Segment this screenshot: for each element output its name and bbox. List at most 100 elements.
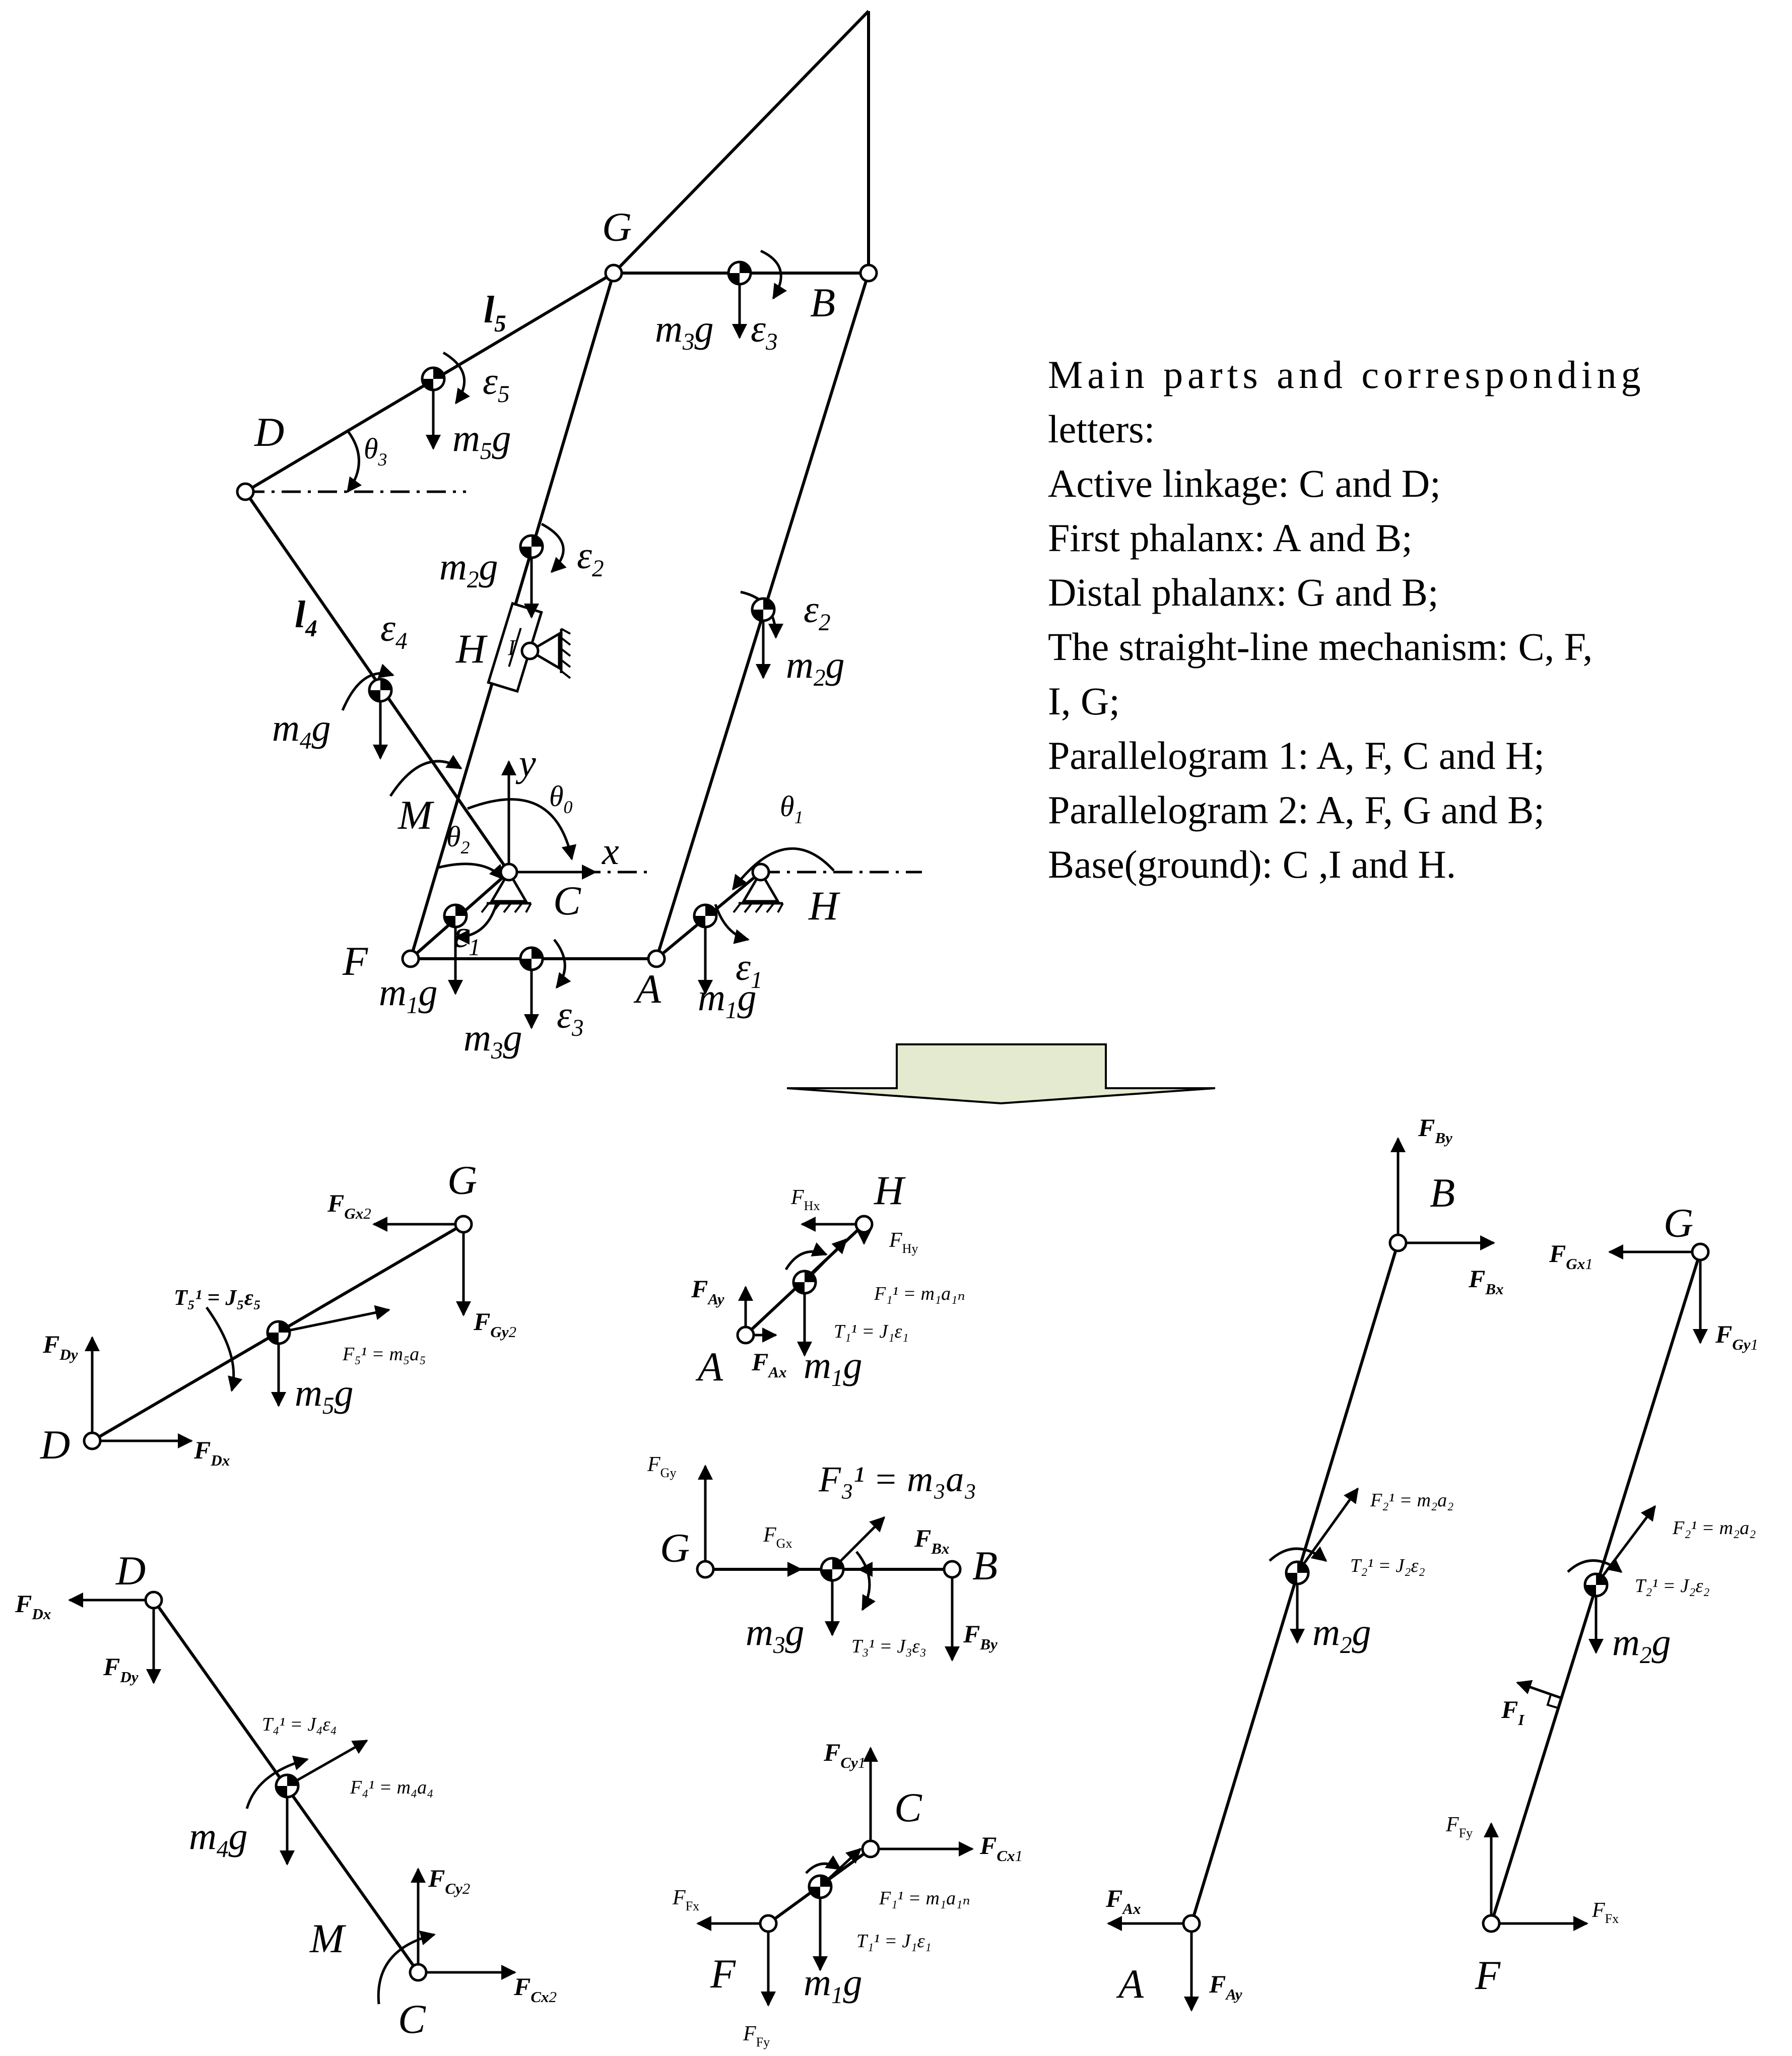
fbd-linkAH: H A FHx FHy FAy FAx F₁¹ = m₁a₁ₙ T₁¹ = J₁…	[691, 1167, 965, 1391]
fbd-label-T1-CF: T₁¹ = J₁ε₁	[856, 1931, 932, 1952]
fbd-pin-G5	[454, 1215, 473, 1234]
fbd-label-C4: C	[398, 1996, 426, 2042]
eps1-left-arc	[454, 904, 498, 945]
fbd-label-FI: FI	[1501, 1695, 1524, 1729]
eps5-arc	[442, 351, 470, 405]
fbd-label-D5: D	[40, 1422, 70, 1468]
fbd-pin-D5	[83, 1431, 102, 1450]
label-eps3-top: ε3	[751, 308, 778, 355]
fbd-label-FAx-AB: FAx	[1105, 1884, 1141, 1917]
fbd-label-FCx2: FCx2	[513, 1972, 557, 2006]
fbd-pin-G-GF	[1691, 1242, 1710, 1262]
fbd-cg-m3	[821, 1558, 843, 1580]
fbd-label-C-CF: C	[894, 1784, 922, 1830]
fbd-label-F4: F₄¹ = m₄a₄	[350, 1777, 433, 1798]
label-eps2-right: ε2	[804, 588, 831, 636]
fbd-label-FHx: FHx	[790, 1186, 820, 1213]
fbd-label-H: H	[874, 1167, 906, 1213]
fbd-label-F2-GF: F₂¹ = m₂a₂	[1672, 1517, 1756, 1539]
fbd-label-FDy4: FDy	[103, 1652, 139, 1686]
fbd-label-FAy-AB: FAy	[1209, 1970, 1242, 2003]
mechanism-M-arc	[389, 755, 462, 797]
label-theta1: θ1	[780, 790, 803, 827]
fbd-T3-arc	[855, 1551, 876, 1611]
fbd-label-D4: D	[115, 1548, 146, 1594]
fbd-label-M4: M	[309, 1915, 347, 1961]
fbd-link4: D M C FDx FDy T₄¹ = J₄ε₄ F₄¹ = m₄a₄ m4g …	[15, 1548, 557, 2042]
cg-m1-right	[694, 905, 716, 927]
fbd-label-T2-GF: T₂¹ = J₂ε₂	[1635, 1575, 1710, 1597]
fbd-pin-B-GB	[943, 1560, 962, 1579]
fbd-label-T2-AB: T₂¹ = J₂ε₂	[1350, 1555, 1425, 1576]
cg-m3-top	[728, 262, 751, 284]
cg-m2-right	[752, 599, 774, 621]
label-H-slider: H	[455, 626, 488, 672]
fbd-label-FGx2: FGx2	[327, 1189, 371, 1222]
fbd-label-m2g-AB: m2g	[1312, 1611, 1371, 1659]
fbd-T5-arc	[205, 1306, 243, 1392]
fbd-label-T3: T₃¹ = J₃ε₃	[851, 1636, 926, 1657]
link-top-diagonal	[612, 10, 870, 275]
legend-line: The straight-line mechanism: C, F,	[1048, 625, 1593, 669]
fbd-label-G5: G	[447, 1157, 477, 1203]
fbd-cg-m1-CF	[809, 1876, 831, 1898]
fbd-label-FAx-AH: FAx	[751, 1348, 787, 1381]
fbd-label-FDx4: FDx	[15, 1589, 51, 1623]
transition-arrow	[786, 1043, 1216, 1105]
fbd-cg-m2-GF	[1585, 1574, 1607, 1596]
fbd-label-FFy-GF: FFy	[1445, 1813, 1473, 1840]
pin-B	[859, 263, 878, 283]
fbd-label-FCy2: FCy2	[428, 1864, 470, 1897]
eps3-bottom-arc	[553, 939, 571, 989]
fbd-label-m2g-GF: m2g	[1612, 1621, 1671, 1669]
fbd-label-B-AB: B	[1430, 1170, 1455, 1216]
fbd-FI-arrow	[1516, 1680, 1561, 1699]
pin-C	[499, 863, 518, 882]
fbd-label-F-GF: F	[1475, 1952, 1501, 1998]
fbd-label-FGy1: FGy1	[1715, 1320, 1758, 1353]
label-I: I	[507, 635, 516, 660]
fbd-F2-GF-arrow	[1595, 1505, 1656, 1586]
theta3-arc	[346, 430, 362, 493]
theta1-arc	[732, 847, 835, 891]
fbd-label-F3: F₃¹ = m₃a₃	[818, 1459, 976, 1499]
cg-m3-bottom	[520, 948, 543, 970]
legend-line: Parallelogram 2: A, F, G and B;	[1048, 788, 1545, 832]
fbd-F4-arrow	[286, 1739, 368, 1787]
fbd-label-FCy1: FCy1	[823, 1738, 866, 1771]
fbd-T1-CF-arc	[805, 1855, 842, 1874]
theta2-arc	[438, 863, 505, 881]
label-m4g: m4g	[272, 707, 330, 754]
fbd-pin-G-GB	[696, 1560, 715, 1579]
cg-m4	[369, 679, 391, 701]
label-l4: l4	[295, 593, 317, 642]
fbd-linkAB: B A FBy FBx FAx FAy F₂¹ = m₂a₂ T₂¹ = J₂ε…	[1105, 1113, 1504, 2012]
fbd-cg-m5	[268, 1321, 290, 1344]
fbd-M-arc	[377, 1931, 436, 2005]
label-F: F	[342, 938, 368, 984]
eps3-top-arc	[760, 249, 787, 300]
theta0-arc	[467, 798, 577, 860]
fbd-label-F-CF: F	[710, 1951, 736, 1997]
legend-title: Main parts and corresponding	[1048, 353, 1645, 396]
label-theta0: θ0	[549, 780, 573, 817]
cg-m5	[422, 368, 444, 390]
pin-A	[647, 949, 666, 968]
label-m3g-bottom: m3g	[463, 1017, 522, 1064]
fbd-label-FFy-CF: FFy	[743, 2022, 770, 2049]
label-C: C	[553, 878, 581, 923]
fbd-label-m1g-AH: m1g	[804, 1344, 862, 1391]
label-m1g-right: m1g	[698, 976, 756, 1024]
fbd-F5-arrow	[278, 1305, 390, 1334]
fbd-linkCF: C F FCy1 FCx1 FFx FFy F₁¹ = m₁a₁ₙ T₁¹ = …	[672, 1738, 1023, 2049]
fbd-cg-m1-AH	[793, 1271, 816, 1293]
fbd-label-FFx-GF: FFx	[1591, 1899, 1619, 1926]
label-m5g: m5g	[452, 417, 511, 465]
mechanism: G B D H I M C H F A l5 l4 θ3 θ0 θ2 θ1 y …	[236, 10, 922, 1064]
fbd-label-FHy: FHy	[889, 1229, 918, 1256]
label-eps3-bottom: ε3	[557, 994, 584, 1041]
fbd-link5: G D FGx2 FGy2 FDy FDx T₅¹ = J₅ε₅ F₅¹ = m…	[40, 1157, 516, 1469]
fbd-T1-AH-arc	[784, 1242, 828, 1271]
fbd-label-G-GB: G	[660, 1525, 690, 1571]
